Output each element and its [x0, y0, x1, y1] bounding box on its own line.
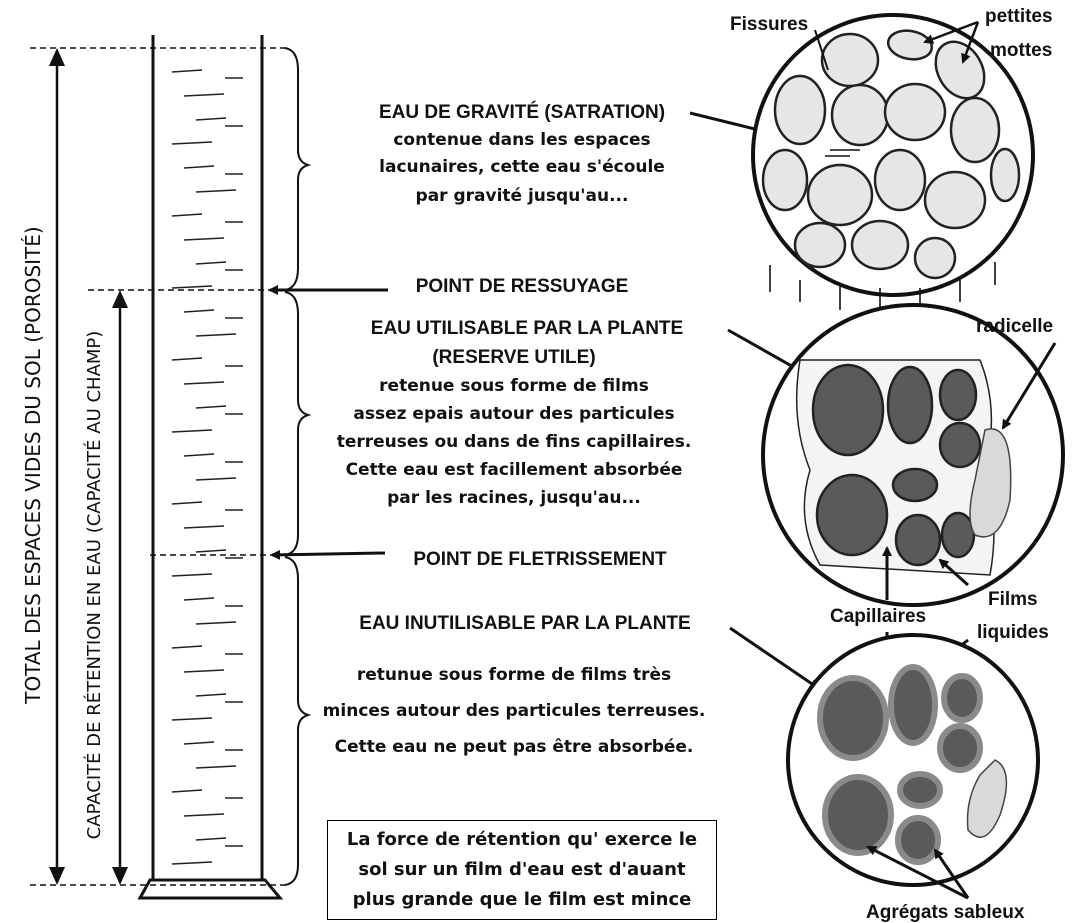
note-line-1: La force de rétention qu' exerce le	[346, 829, 698, 850]
water-dash	[195, 189, 237, 193]
level-lines	[30, 47, 290, 886]
water-dash	[195, 117, 227, 121]
fissures-pointer	[814, 29, 829, 71]
water-dash	[195, 693, 227, 697]
usable-line-1: retenue sous forme de films	[379, 376, 649, 396]
water-dash	[183, 597, 215, 601]
water-dash	[171, 141, 213, 145]
point-arrows	[268, 285, 388, 560]
water-dash	[195, 621, 237, 625]
radicelle-label: radicelle	[976, 316, 1053, 337]
ressuyage-label: POINT DE RESSUYAGE	[416, 276, 629, 297]
circle-gravity	[751, 13, 1035, 312]
water-dash	[183, 309, 215, 313]
gravity-block: EAU DE GRAVITÉ (SATRATION) contenue dans…	[379, 101, 665, 206]
water-dash	[171, 501, 203, 505]
usable-line-5: par les racines, jusqu'au...	[387, 488, 641, 508]
petites-label-1: pettites	[985, 6, 1053, 27]
unusable-title: EAU INUTILISABLE PAR LA PLANTE	[359, 613, 690, 634]
films-label-2: liquides	[977, 622, 1049, 643]
water-dash	[171, 213, 203, 217]
water-dash	[171, 789, 203, 793]
water-dash	[183, 453, 215, 457]
usable-line-3: terreuses ou dans de fins capillaires.	[337, 432, 692, 452]
water-column	[137, 35, 284, 900]
capacity-label: CAPACITÉ DE RÉTENTION EN EAU (CAPACITÉ A…	[83, 331, 105, 840]
water-dash	[171, 429, 213, 433]
water-dash	[195, 333, 237, 337]
fletrissement-label: POINT DE FLETRISSEMENT	[413, 549, 667, 570]
water-dash	[171, 645, 203, 649]
water-dash	[183, 237, 225, 241]
water-dash	[183, 525, 225, 529]
water-dash	[183, 741, 215, 745]
fissures-label: Fissures	[730, 14, 808, 35]
water-dash	[183, 93, 225, 97]
water-dash	[171, 285, 213, 289]
petites-pointers	[923, 20, 980, 64]
water-dash	[183, 381, 225, 385]
braces	[284, 47, 312, 886]
circle-usable	[761, 303, 1065, 607]
water-dash	[195, 261, 227, 265]
usable-title: EAU UTILISABLE PAR LA PLANTE	[371, 318, 683, 339]
radicelle-pointer	[1001, 342, 1057, 430]
unusable-block: EAU INUTILISABLE PAR LA PLANTE retunue s…	[323, 613, 706, 757]
water-dash	[171, 69, 203, 73]
usable-block: EAU UTILISABLE PAR LA PLANTE (RESERVE UT…	[337, 318, 692, 508]
gravity-line-1: contenue dans les espaces	[393, 130, 650, 150]
capillaires-label: Capillaires	[830, 606, 926, 627]
water-dash	[171, 717, 213, 721]
water-dash	[195, 405, 227, 409]
porosity-arrow	[49, 48, 65, 885]
gravity-line-3: par gravité jusqu'au...	[416, 186, 629, 206]
water-dash	[171, 357, 203, 361]
films-label-1: Films	[988, 589, 1038, 610]
unusable-line-3: Cette eau ne peut pas être absorbée.	[335, 737, 694, 757]
capacity-arrow	[112, 290, 128, 885]
note-line-2: sol sur un film d'eau est d'auant	[358, 859, 686, 880]
usable-line-4: Cette eau est facillement absorbée	[346, 460, 683, 480]
porosity-label: TOTAL DES ESPACES VIDES DU SOL (POROSITÉ…	[21, 226, 45, 705]
water-dash	[183, 813, 225, 817]
petites-label-2: mottes	[990, 40, 1052, 61]
agregats-label: Agrégats sableux	[866, 902, 1025, 923]
circle-unusable	[786, 633, 1040, 887]
usable-line-2: assez epais autour des particules	[353, 404, 674, 424]
water-dash	[195, 477, 237, 481]
unusable-line-1: retunue sous forme de films très	[357, 665, 671, 685]
note-box: La force de rétention qu' exerce le sol …	[327, 820, 717, 920]
water-dash	[171, 573, 213, 577]
gravity-line-2: lacunaires, cette eau s'écoule	[379, 157, 665, 177]
water-dash	[183, 165, 215, 169]
usable-subtitle: (RESERVE UTILE)	[432, 347, 595, 368]
water-dash	[195, 765, 237, 769]
water-dash	[183, 669, 225, 673]
unusable-line-2: minces autour des particules terreuses.	[323, 701, 706, 721]
gravity-title: EAU DE GRAVITÉ (SATRATION)	[379, 101, 665, 123]
agregats-pointers	[866, 845, 970, 900]
water-dash	[171, 861, 213, 865]
water-dash	[195, 837, 227, 841]
note-line-3: plus grande que le film est mince	[352, 889, 692, 910]
water-dash	[195, 549, 227, 553]
